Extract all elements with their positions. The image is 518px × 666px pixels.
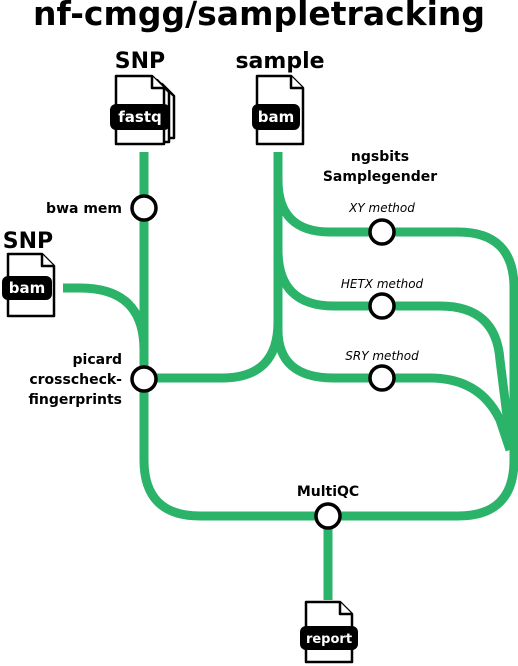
picard-label-line1: picard (73, 352, 123, 368)
line-picard-sample (144, 321, 283, 383)
fastq-tag (110, 104, 170, 130)
line-fastq-trunk (139, 152, 328, 521)
xy-method-node (368, 218, 396, 246)
snp-bam-input: SNP bam (2, 229, 56, 318)
pipeline-lines (63, 152, 518, 600)
diagram-title: nf-cmgg/sampletracking (33, 0, 485, 33)
snp-fastq-header: SNP (115, 49, 165, 74)
sry-method-label: SRY method (345, 349, 419, 363)
report-tag (300, 626, 358, 650)
report-tag-label: report (306, 632, 352, 647)
picard-node (130, 365, 158, 393)
line-xy-branch (273, 179, 518, 521)
xy-method-label: XY method (348, 201, 415, 215)
sample-bam-input: sample bam (235, 49, 325, 146)
hetx-method-label: HETX method (341, 277, 424, 291)
sry-method-node (368, 364, 396, 392)
picard-label-line2: crosscheck- (29, 372, 122, 388)
snp-fastq-input: SNP fastq (110, 49, 176, 146)
line-snp-bam (63, 283, 149, 351)
report-output: report (300, 600, 358, 664)
bam-tag (252, 104, 300, 130)
line-sry-branch (273, 329, 515, 452)
hetx-method-node (368, 292, 396, 320)
multiqc-node (314, 502, 342, 530)
multiqc-label: MultiQC (297, 484, 359, 500)
ngsbits-label-line1: ngsbits (351, 149, 409, 165)
bam-tag-label: bam (258, 108, 295, 126)
bam-tag-label: bam (9, 279, 46, 297)
sample-bam-header: sample (235, 49, 324, 74)
bwa-mem-label: bwa mem (46, 201, 122, 217)
picard-label-line3: fingerprints (29, 392, 122, 408)
snp-bam-header: SNP (3, 229, 53, 254)
bam-tag (2, 276, 52, 300)
ngsbits-label-line2: Samplegender (323, 169, 437, 185)
fastq-tag-label: fastq (118, 108, 161, 126)
line-hetx-branch (273, 249, 515, 441)
bwa-mem-node (130, 194, 158, 222)
